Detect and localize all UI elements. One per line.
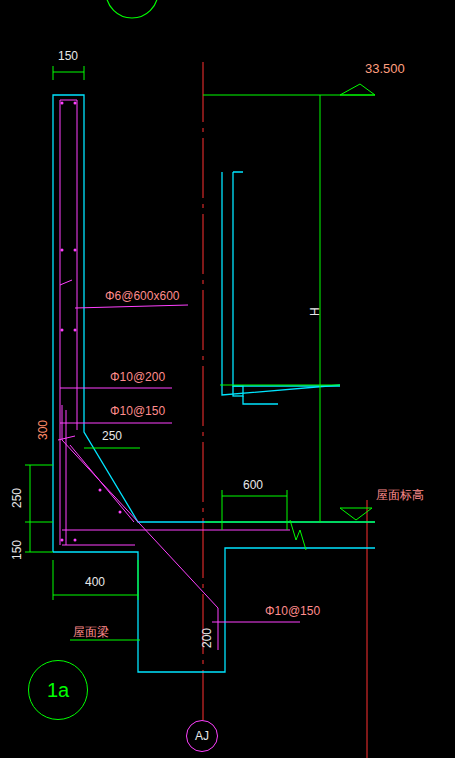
dimension-label: 150	[10, 540, 24, 560]
dimension-label: 600	[243, 478, 263, 492]
dimension-label: 150	[58, 49, 78, 63]
dimension-label: 33.500	[365, 62, 405, 76]
axis-circle: 1a	[28, 660, 88, 720]
dimension-label: 250	[102, 429, 122, 443]
axis-circle: AJ	[186, 720, 218, 752]
axis-label: AJ	[195, 729, 209, 743]
dimension-label: Φ6@600x600	[105, 289, 179, 303]
dimension-label: 屋面梁	[73, 625, 109, 639]
dimension-label: Φ10@150	[110, 404, 165, 418]
dimension-label: 屋面标高	[376, 488, 424, 502]
dimension-label: H	[308, 307, 322, 316]
dimension-label: 300	[36, 420, 50, 440]
dimension-label: 400	[85, 575, 105, 589]
dimension-label: 200	[200, 628, 214, 648]
dimension-label: Φ10@150	[265, 604, 320, 618]
dimension-label: 250	[10, 488, 24, 508]
dimension-label: Φ10@200	[110, 370, 165, 384]
axis-label: 1a	[47, 679, 69, 702]
